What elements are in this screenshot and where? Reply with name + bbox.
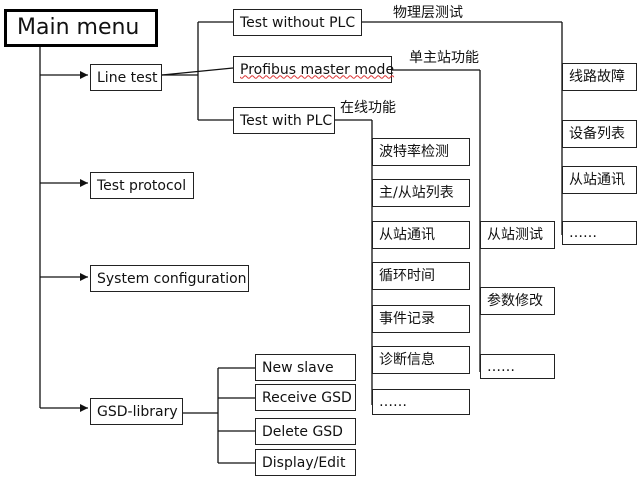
menu-item-line-test: Line test xyxy=(90,64,162,91)
physical-item-line-fault: 线路故障 xyxy=(562,63,637,91)
master-mode-label: Profibus master mode xyxy=(240,61,395,78)
line-test-child-master-mode: Profibus master mode xyxy=(233,56,395,83)
note-physical-layer: 物理层测试 xyxy=(393,5,463,21)
online-item-cycle-time: 循环时间 xyxy=(372,262,470,290)
menu-item-system-configuration: System configuration xyxy=(90,265,249,292)
note-online: 在线功能 xyxy=(340,100,396,116)
online-item-diagnostics: 诊断信息 xyxy=(372,346,470,374)
online-item-baud-rate: 波特率检测 xyxy=(372,138,470,166)
online-item-more: …… xyxy=(372,389,470,415)
online-item-slave-comm: 从站通讯 xyxy=(372,221,470,249)
gsd-item-display-edit: Display/Edit xyxy=(255,449,356,476)
gsd-item-receive-gsd: Receive GSD xyxy=(255,384,356,411)
menu-item-test-protocol: Test protocol xyxy=(90,172,194,199)
main-menu-box: Main menu xyxy=(4,9,158,47)
online-item-event-log: 事件记录 xyxy=(372,305,470,333)
physical-item-device-list: 设备列表 xyxy=(562,120,637,148)
physical-item-slave-comm: 从站通讯 xyxy=(562,166,637,194)
master-item-more: …… xyxy=(480,354,555,379)
gsd-item-delete-gsd: Delete GSD xyxy=(255,418,356,445)
line-test-child-with-plc: Test with PLC xyxy=(233,107,335,134)
physical-item-more: …… xyxy=(562,221,637,245)
note-single-master: 单主站功能 xyxy=(409,50,479,66)
line-test-child-without-plc: Test without PLC xyxy=(233,9,362,36)
master-item-parameter-edit: 参数修改 xyxy=(480,287,555,315)
menu-item-gsd-library: GSD-library xyxy=(90,398,183,425)
gsd-item-new-slave: New slave xyxy=(255,354,356,381)
master-item-slave-test: 从站测试 xyxy=(480,221,555,249)
online-item-master-slave-list: 主/从站列表 xyxy=(372,179,470,207)
